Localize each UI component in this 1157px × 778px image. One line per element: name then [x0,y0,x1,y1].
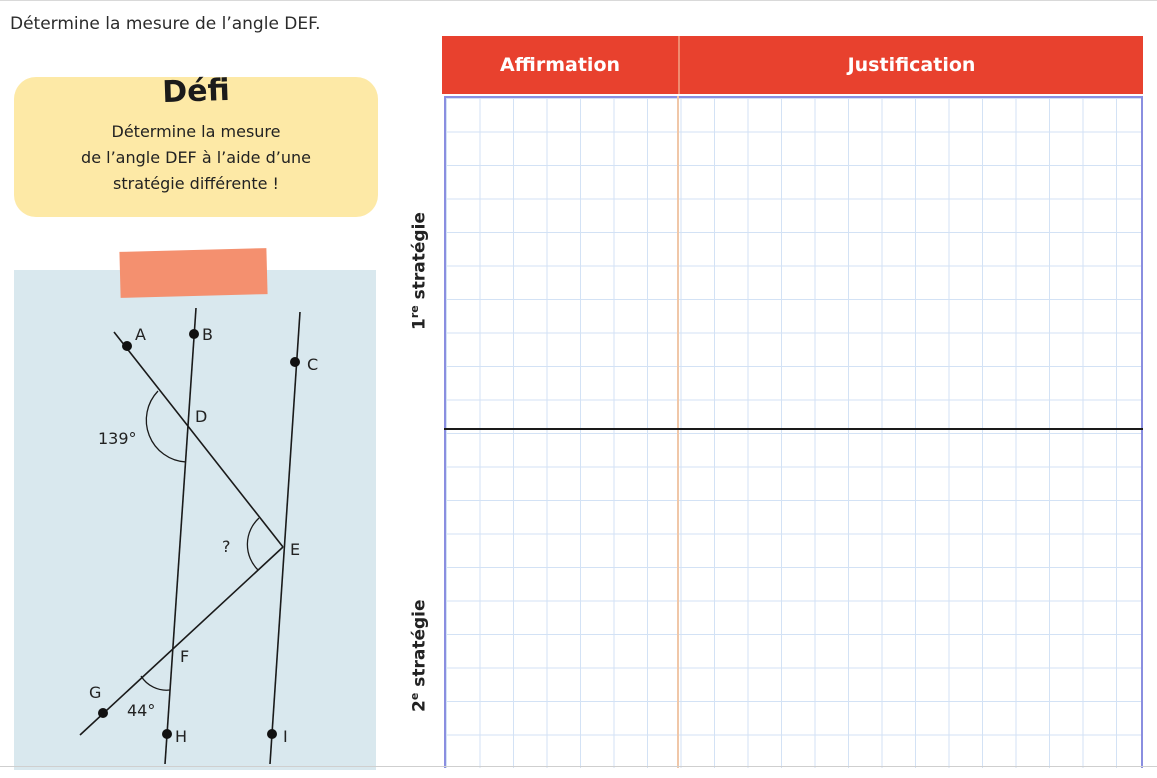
top-rule [0,0,1157,1]
bottom-rule [0,766,1157,767]
line-ae [113,331,284,548]
point-h [162,729,172,739]
line-ci [269,311,301,765]
label-c: C [307,355,318,374]
instruction-text: Détermine la mesure de l’angle DEF. [10,14,321,34]
figure-panel [14,270,376,770]
angle-139-label: 139° [98,429,137,448]
label-f: F [180,647,189,666]
defi-card: Défi Détermine la mesure de l’angle DEF … [14,73,378,217]
point-a [122,341,132,351]
column-header-affirmation: Affirmation [499,54,621,76]
row-divider [444,428,1143,430]
defi-text: Détermine la mesure de l’angle DEF à l’a… [14,119,378,197]
point-g [98,708,108,718]
angle-44-label: 44° [127,701,155,720]
arc-question [246,517,260,571]
column-divider [677,96,679,768]
angle-question-label: ? [222,537,231,556]
defi-line: Détermine la mesure [111,122,281,141]
defi-line: de l’angle DEF à l’aide d’une [81,148,311,167]
label-h: H [175,727,187,746]
row-label-2: 2e stratégie [408,599,430,712]
line-bh [164,307,197,765]
label-b: B [202,325,213,344]
geometry-figure: A B C D E F G H I 139° ? 44° [79,307,318,765]
arc-139 [145,390,187,463]
column-header-justification: Justification [847,54,976,76]
point-c [290,357,300,367]
answer-grid[interactable] [444,96,1143,768]
label-i: I [283,727,288,746]
header-separator [678,36,680,94]
table-header: Affirmation Justification [442,36,1143,94]
defi-line: stratégie différente ! [113,174,279,193]
point-i [267,729,277,739]
row-label-1: 1re stratégie [408,212,430,330]
label-g: G [89,683,101,702]
label-d: D [195,407,207,426]
label-a: A [135,325,146,344]
arc-44 [140,675,171,691]
line-eg [79,546,284,736]
label-e: E [290,540,300,559]
point-b [189,329,199,339]
